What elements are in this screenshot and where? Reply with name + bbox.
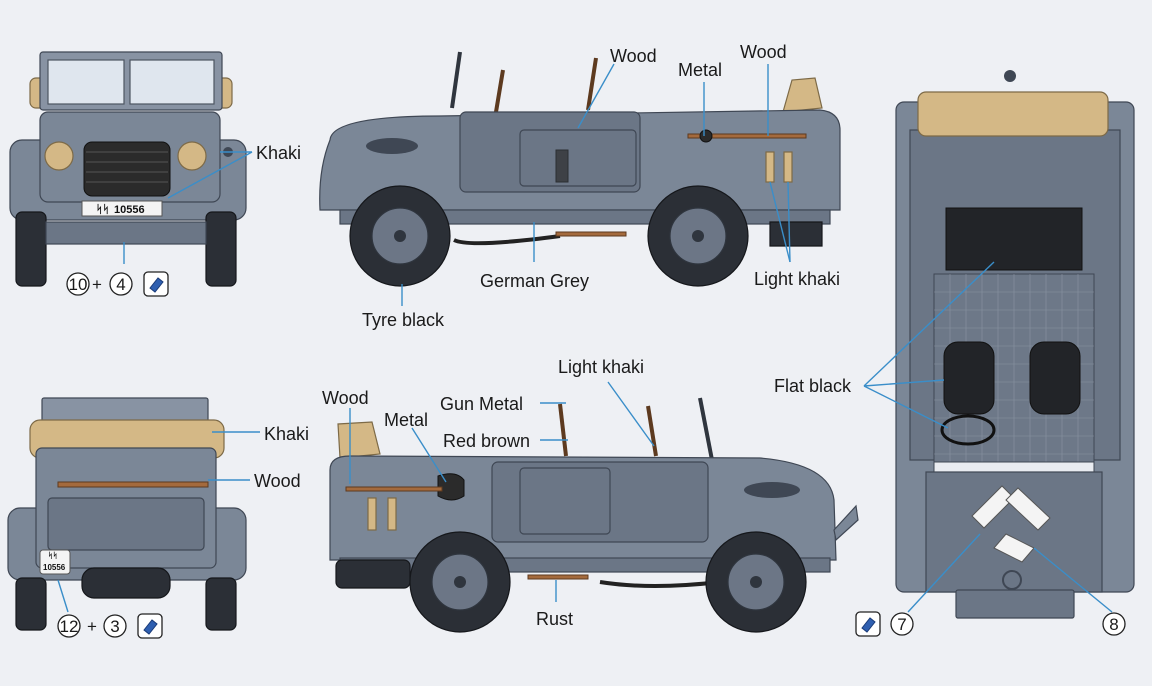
svg-text:+: + xyxy=(87,617,97,636)
front-plate-prefix: ᛋᛋ xyxy=(96,204,109,216)
svg-text:8: 8 xyxy=(1109,615,1118,634)
red-brown-label: Red brown xyxy=(443,431,530,451)
side-metal-label: Metal xyxy=(678,60,722,80)
svg-text:7: 7 xyxy=(897,615,906,634)
front-view: ᛋᛋ 10556 xyxy=(9,51,247,287)
svg-text:12: 12 xyxy=(60,617,79,636)
side2-wood-label: Wood xyxy=(322,388,369,408)
svg-text:3: 3 xyxy=(110,617,119,636)
side-view-right xyxy=(329,397,859,633)
rust-label: Rust xyxy=(536,609,573,629)
side2-metal-label: Metal xyxy=(384,410,428,430)
gun-metal-label: Gun Metal xyxy=(440,394,523,414)
svg-text:4: 4 xyxy=(116,275,125,294)
rear-plate-prefix: ᛋᛋ xyxy=(48,551,58,560)
side-wood-label-1: Wood xyxy=(610,46,657,66)
light-khaki-label: Light khaki xyxy=(754,269,840,289)
svg-text:10: 10 xyxy=(69,275,88,294)
water-slide-decal-icon xyxy=(143,619,158,635)
tyre-black-label: Tyre black xyxy=(362,310,445,330)
flat-black-label: Flat black xyxy=(774,376,852,396)
top-view xyxy=(895,70,1135,619)
side-right-callouts: Wood Metal Gun Metal Red brown Light kha… xyxy=(322,357,655,629)
side2-light-khaki-label: Light khaki xyxy=(558,357,644,377)
svg-text:+: + xyxy=(92,275,102,294)
rear-plate-number: 10556 xyxy=(43,563,66,572)
rear-callouts: Khaki Wood xyxy=(208,424,309,491)
german-grey-label: German Grey xyxy=(480,271,589,291)
rear-view: ᛋᛋ 10556 xyxy=(7,397,247,631)
side-wood-label-2: Wood xyxy=(740,42,787,62)
side-left-callouts: Wood Metal Wood German Grey Light khaki … xyxy=(362,42,840,330)
front-decal-refs: 10 + 4 xyxy=(66,271,169,297)
water-slide-decal-icon xyxy=(149,277,164,293)
water-slide-decal-icon xyxy=(861,617,876,633)
front-plate-number: 10556 xyxy=(114,204,145,216)
rear-wood-label: Wood xyxy=(254,471,301,491)
front-khaki-callout: Khaki xyxy=(167,143,301,199)
rear-decal-refs: 12 + 3 xyxy=(57,613,163,639)
front-khaki-label: Khaki xyxy=(256,143,301,163)
top-decal-refs: 7 8 xyxy=(855,611,1126,637)
rear-khaki-label: Khaki xyxy=(264,424,309,444)
top-callouts: Flat black xyxy=(774,261,1113,613)
side-view-left xyxy=(319,51,841,287)
